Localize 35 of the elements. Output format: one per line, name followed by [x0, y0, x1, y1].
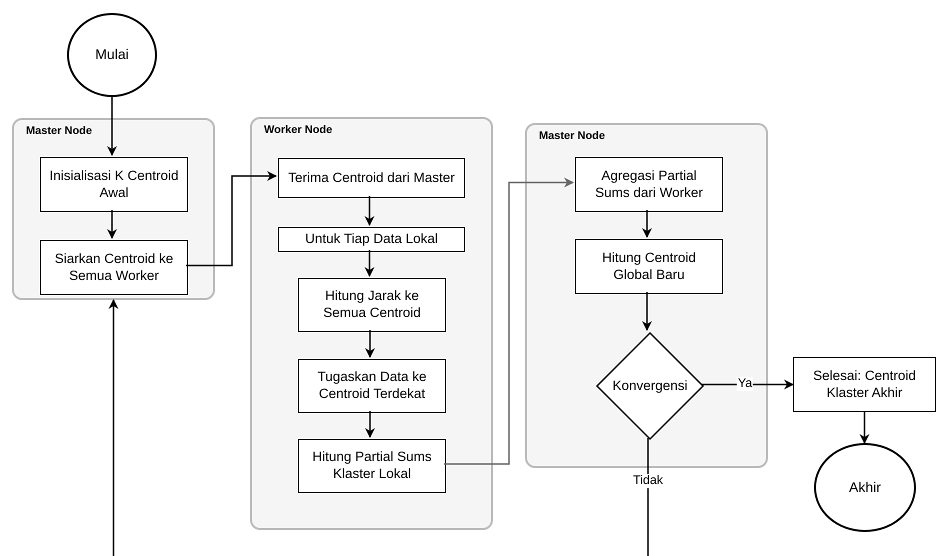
arrow: [108, 299, 118, 556]
group-container: [525, 123, 768, 468]
group-container: [250, 117, 493, 530]
process-box: Selesai: Centroid Klaster Akhir: [793, 357, 936, 412]
process-box: Hitung Centroid Global Baru: [575, 239, 723, 294]
process-box: Terima Centroid dari Master: [278, 158, 465, 198]
arrow: [107, 210, 117, 239]
process-box: Untuk Tiap Data Lokal: [278, 227, 465, 252]
edge-label: Ya: [736, 377, 754, 391]
arrow: [860, 412, 870, 444]
group-title: Master Node: [26, 125, 92, 139]
process-box: Hitung Partial Sums Klaster Lokal: [298, 439, 446, 493]
edge-label: Tidak: [632, 474, 664, 488]
arrow: [186, 171, 277, 266]
terminal-ellipse: Mulai: [67, 13, 157, 97]
process-box: Agregasi Partial Sums dari Worker: [575, 157, 723, 212]
arrow: [444, 178, 574, 465]
group-title: Worker Node: [264, 124, 332, 138]
arrow: [701, 380, 794, 390]
connector-line: [647, 438, 649, 556]
group-title: Master Node: [539, 130, 606, 144]
process-box: Siarkan Centroid ke Semua Worker: [40, 240, 188, 295]
terminal-ellipse: Akhir: [814, 443, 916, 532]
process-box: Hitung Jarak ke Semua Centroid: [298, 278, 446, 332]
group-container: [12, 118, 215, 300]
process-box: Inisialisasi K Centroid Awal: [40, 157, 188, 212]
arrow: [365, 411, 375, 438]
arrow: [642, 210, 652, 238]
arrow: [364, 196, 374, 226]
decision-label: Konvergensi: [612, 378, 688, 394]
arrow: [364, 250, 374, 277]
arrow: [107, 97, 117, 156]
arrow: [642, 292, 652, 331]
process-box: Tugaskan Data ke Centroid Terdekat: [298, 359, 446, 413]
arrow: [365, 330, 375, 358]
